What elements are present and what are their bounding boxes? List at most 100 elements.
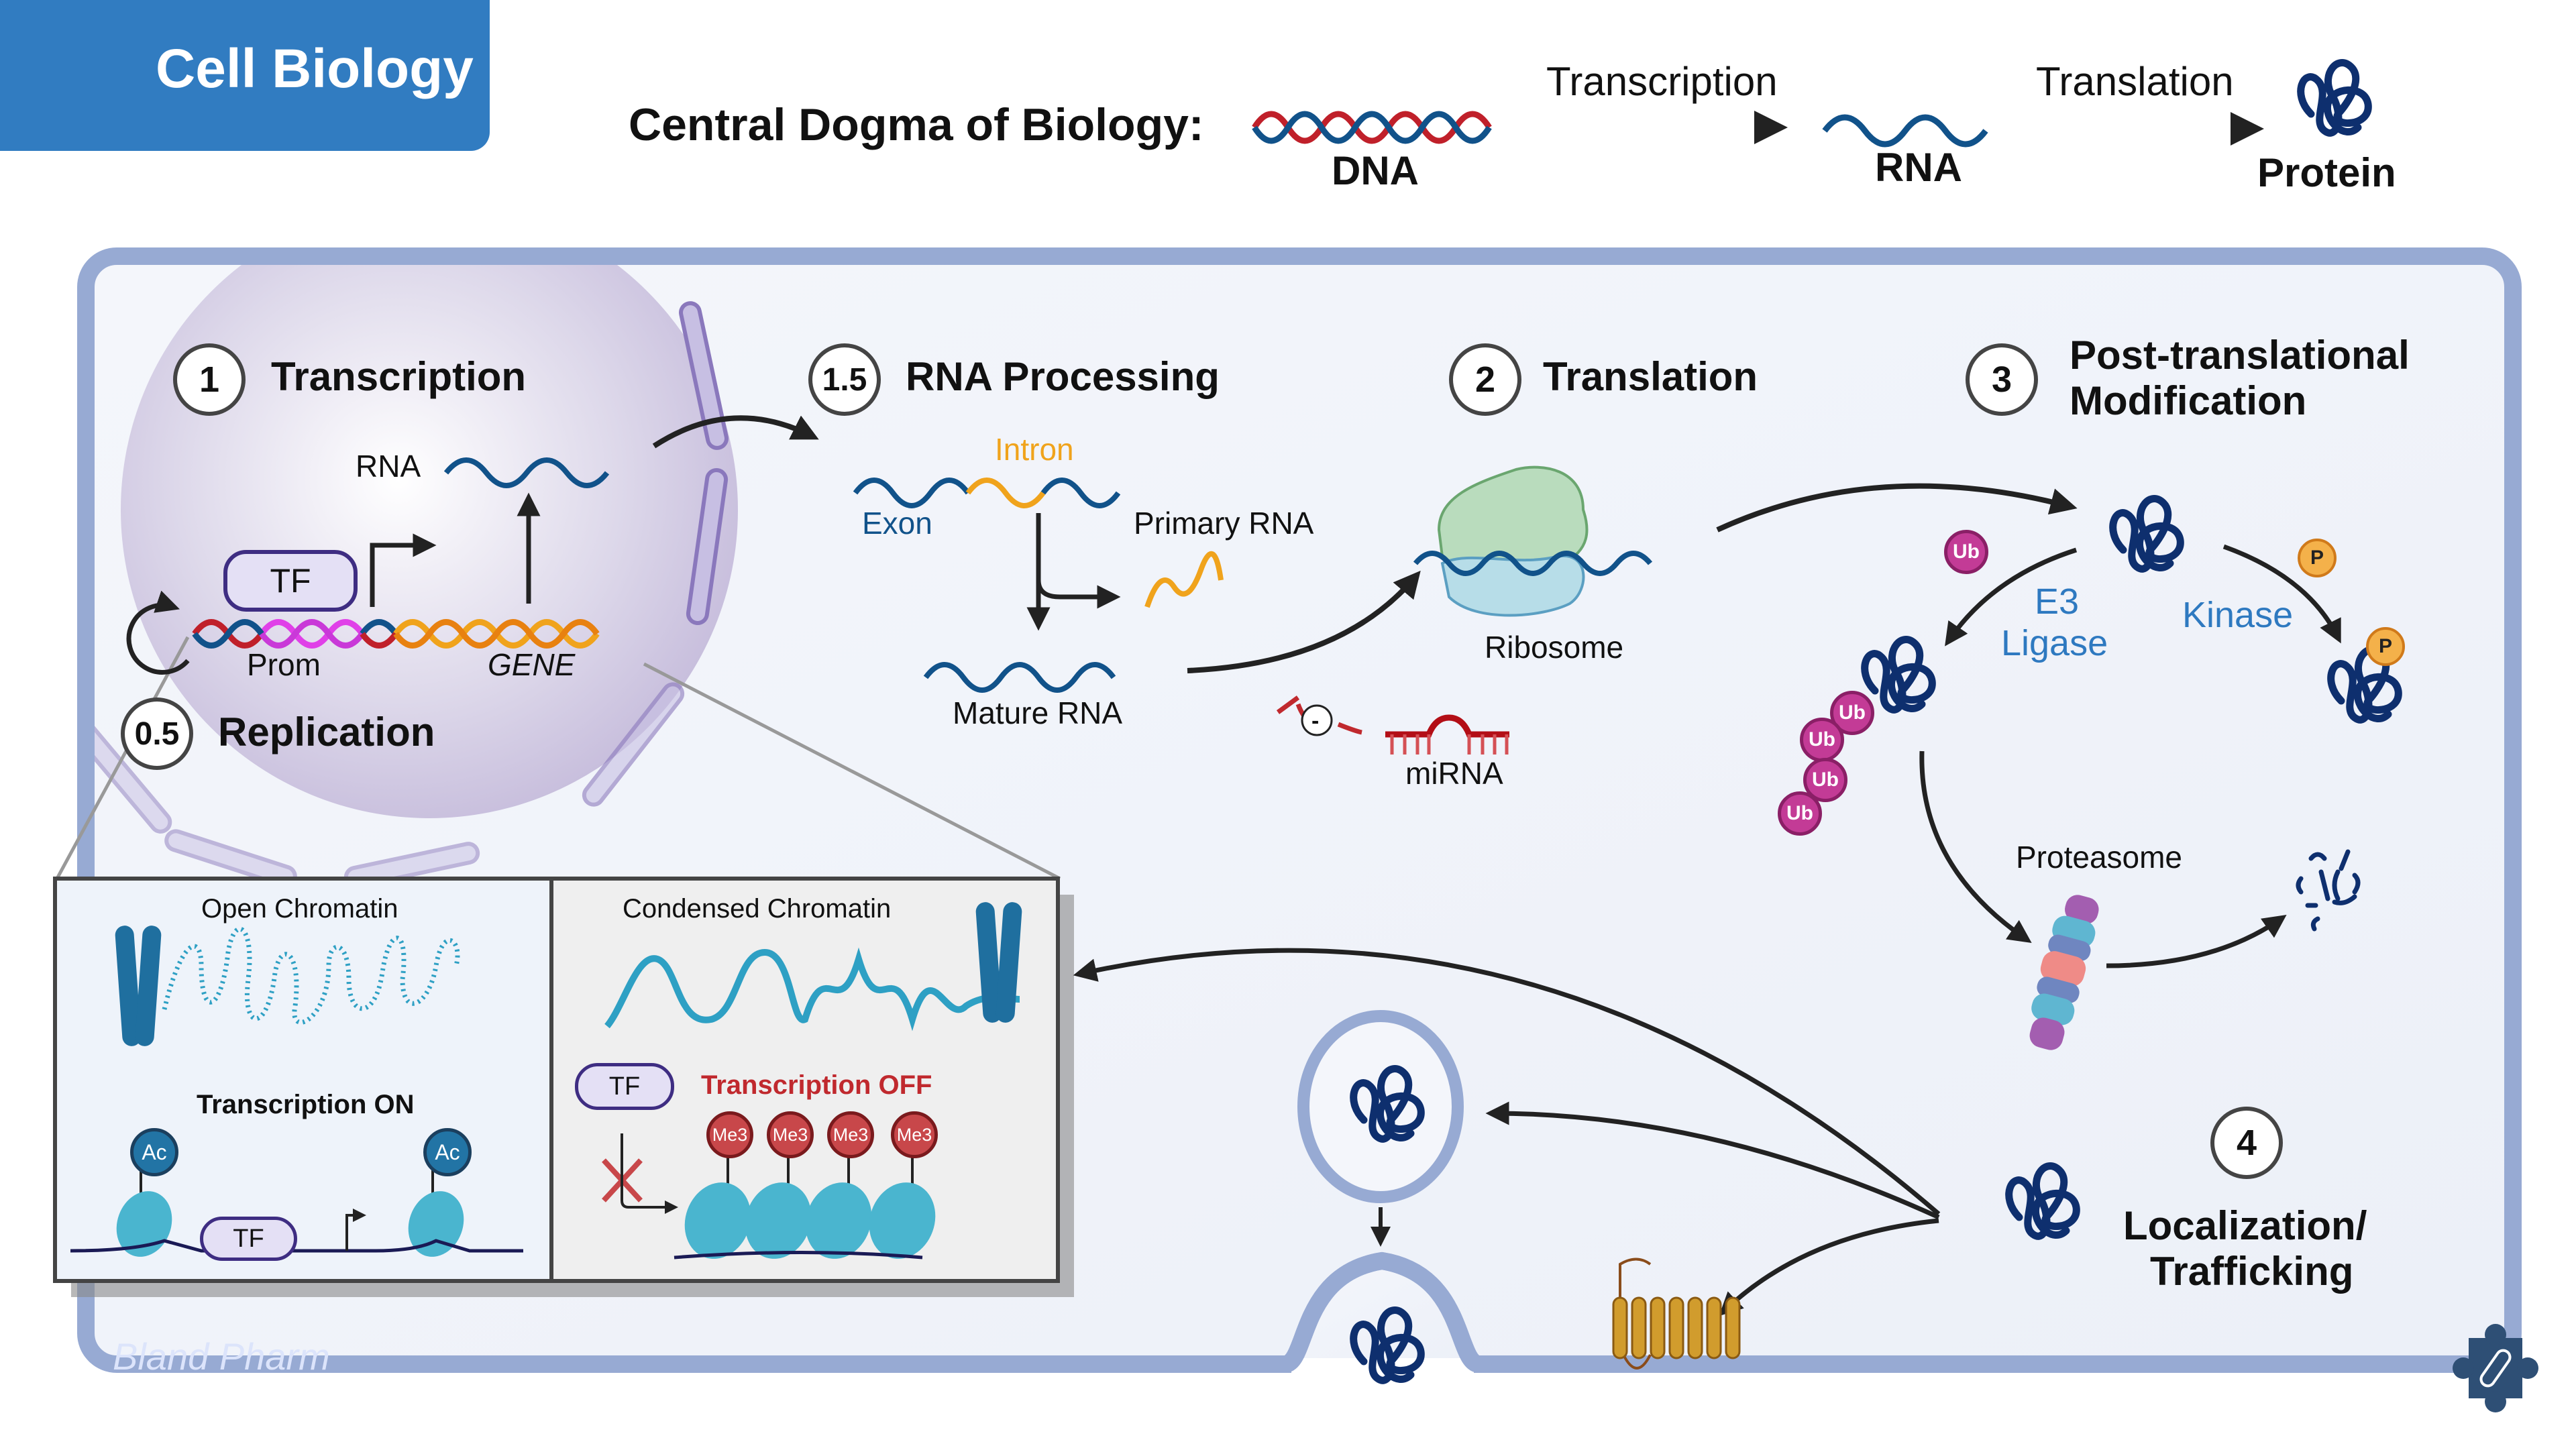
step-title-transcription: Transcription: [271, 354, 527, 399]
chromosome-icon: [115, 926, 162, 1046]
to-ptm-arrow: [1716, 483, 2078, 533]
blocked-tss-arrow: [621, 1133, 678, 1214]
dna-double-helix-icon: [1252, 111, 1492, 144]
me3-label: Me3: [772, 1124, 808, 1145]
mirna-icon: [1385, 714, 1509, 755]
acetyl-mark-2: Ac: [423, 1128, 472, 1176]
transcription-start-arrow: [370, 533, 437, 607]
methyl-mark-3: Me3: [827, 1111, 874, 1158]
step-number-1-5: 1.5: [808, 343, 881, 416]
gene-dna-icon: [192, 619, 600, 649]
to-vesicle-arrow: [1485, 1101, 1940, 1220]
me3-label: Me3: [712, 1124, 748, 1145]
to-nucleus-arrow: [1073, 948, 1941, 1216]
step-title-replication: Replication: [218, 710, 435, 755]
condensed-chromatin-title: Condensed Chromatin: [623, 894, 892, 924]
step-title-localization-line1: Localization/: [2123, 1203, 2367, 1248]
primary-rna-icon: [853, 478, 1121, 508]
ribosome-icon: [1413, 465, 1653, 617]
me3-label: Me3: [833, 1124, 869, 1145]
nucleus: [121, 265, 738, 818]
ac-label: Ac: [142, 1139, 167, 1164]
intron-removal-arrow: [1036, 579, 1121, 609]
promoter-label: Prom: [247, 647, 321, 682]
p-label: P: [2310, 547, 2324, 569]
peptide-fragments-icon: [2296, 849, 2361, 932]
me3-label: Me3: [896, 1124, 932, 1145]
ub-chain-4: Ub: [1778, 791, 1822, 836]
gene-label: GENE: [488, 647, 576, 682]
methyl-mark-2: Me3: [767, 1111, 814, 1158]
folded-protein-icon: [2301, 63, 2369, 133]
dogma-node-rna: RNA: [1875, 145, 1962, 190]
ribosome-label: Ribosome: [1485, 630, 1624, 665]
methyl-mark-1: Me3: [706, 1111, 753, 1158]
degradation-arrow: [2106, 914, 2287, 968]
open-chromatin-fiber: [162, 926, 460, 1025]
rna-strand-icon: [1822, 114, 1988, 148]
dogma-node-dna: DNA: [1332, 148, 1419, 193]
inhibition-minus-label: -: [1311, 708, 1320, 734]
e3-label-line1: E3: [2035, 581, 2080, 622]
section-badge: [0, 0, 490, 151]
condensed-tf: TF: [575, 1063, 674, 1110]
methyl-mark-4: Me3: [891, 1111, 938, 1158]
e3-ligase-arrow: [1945, 547, 2078, 647]
central-dogma-title: Central Dogma of Biology:: [629, 99, 1204, 150]
intron-label: Intron: [995, 432, 1074, 467]
e3-label-line2: Ligase: [2001, 623, 2108, 663]
step-number-2: 2: [1449, 343, 1521, 416]
step-title-ptm-line1: Post-translational: [2070, 333, 2410, 378]
open-nucleosome-icon: [70, 1167, 523, 1257]
transcription-rna-label: RNA: [356, 449, 421, 484]
kinase-label: Kinase: [2182, 595, 2294, 635]
ubiquitin-tag: Ub: [1944, 530, 1988, 574]
step-title-rna-processing: RNA Processing: [906, 354, 1220, 399]
ub-label: Ub: [1786, 802, 1813, 824]
watermark: Bland Pharm: [113, 1335, 330, 1378]
transcription-off-label: Transcription OFF: [701, 1070, 932, 1100]
ub-label: Ub: [1812, 769, 1839, 791]
open-tf: TF: [200, 1217, 297, 1261]
mirna-label: miRNA: [1405, 756, 1503, 791]
open-chromatin-title: Open Chromatin: [201, 894, 398, 924]
attached-phosphate-tag: P: [2366, 627, 2405, 666]
dogma-arrow-translation-label: Translation: [2036, 59, 2234, 104]
proteasome-label: Proteasome: [2016, 840, 2183, 875]
excised-intron-icon: [1144, 551, 1224, 608]
condensed-nucleosomes: [674, 1154, 936, 1260]
transcription-factor: TF: [223, 550, 358, 612]
to-membrane-arrow: [1719, 1218, 1939, 1317]
ub-label: Ub: [1953, 541, 1980, 563]
to-proteasome-arrow: [1919, 750, 2032, 943]
acetyl-mark-1: Ac: [130, 1128, 178, 1176]
to-ribosome-arrow: [1187, 570, 1421, 673]
step-number-0-5: 0.5: [121, 697, 193, 770]
open-tss-arrow: [345, 1209, 366, 1251]
ub-chain-2: Ub: [1800, 718, 1844, 762]
chromosome-icon-condensed: [975, 902, 1022, 1023]
transcribed-rna-icon: [443, 457, 610, 488]
step-number-1: 1: [173, 343, 246, 416]
replication-cycle-arrow: [126, 590, 190, 675]
mature-rna-icon: [923, 662, 1116, 693]
step-number-4: 4: [2210, 1107, 2283, 1179]
dogma-arrow-transcription-label: Transcription: [1546, 59, 1778, 104]
exon-label: Exon: [862, 506, 932, 541]
badge-title: Cell Biology: [156, 38, 474, 99]
condensed-chromatin-fiber: [604, 947, 1020, 1031]
ac-label: Ac: [435, 1139, 460, 1164]
dogma-node-protein: Protein: [2257, 150, 2396, 195]
condensed-tf-label: TF: [608, 1072, 641, 1101]
step-title-localization-line2: Trafficking: [2150, 1249, 2354, 1294]
open-tf-label: TF: [233, 1224, 264, 1253]
transcription-on-label: Transcription ON: [197, 1090, 415, 1119]
ub-label: Ub: [1839, 702, 1866, 724]
ub-label: Ub: [1809, 728, 1835, 750]
proteasome-icon: [2029, 895, 2099, 1050]
puzzle-pill-icon: [2453, 1324, 2538, 1412]
step-title-ptm-line2: Modification: [2070, 378, 2307, 423]
step-number-3: 3: [1966, 343, 2038, 416]
p-label: P: [2378, 635, 2392, 657]
